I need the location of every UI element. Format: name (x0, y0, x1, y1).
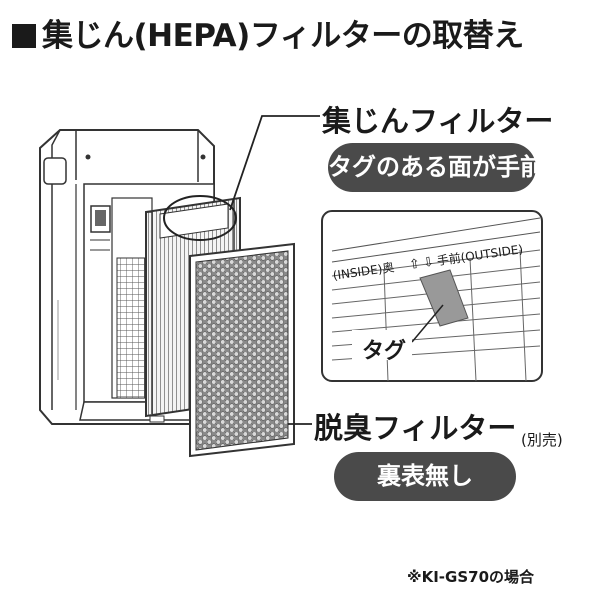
handle-slot (43, 157, 67, 185)
arrow-up-icon: ⇧ (408, 257, 421, 273)
title-square-icon (12, 24, 36, 48)
hepa-filter-label: 集じんフィルター (322, 104, 554, 138)
deodorizing-filter-drawing (189, 242, 295, 458)
title-text: 集じん(HEPA)フィルターの取替え (42, 18, 524, 54)
tag-label: タグ (362, 338, 406, 364)
hepa-leader-line (229, 115, 320, 211)
tag-zoom-callout: タグ (INSIDE)奥 ⇧ ⇩ 手前(OUTSIDE) (321, 210, 543, 382)
sold-separately-note: (別売) (521, 431, 563, 449)
arrow-down-icon: ⇩ (422, 255, 435, 271)
tag-highlight-ellipse (163, 195, 237, 241)
page-title: 集じん(HEPA)フィルターの取替え (12, 10, 524, 55)
model-footnote: ※KI-GS70の場合 (407, 568, 535, 586)
deodorizing-filter-label: 脱臭フィルター (314, 411, 517, 445)
tag-shape (419, 269, 469, 327)
tag-front-badge: タグのある面が手前 (328, 143, 544, 192)
no-front-back-badge: 裏表無し (334, 452, 516, 501)
